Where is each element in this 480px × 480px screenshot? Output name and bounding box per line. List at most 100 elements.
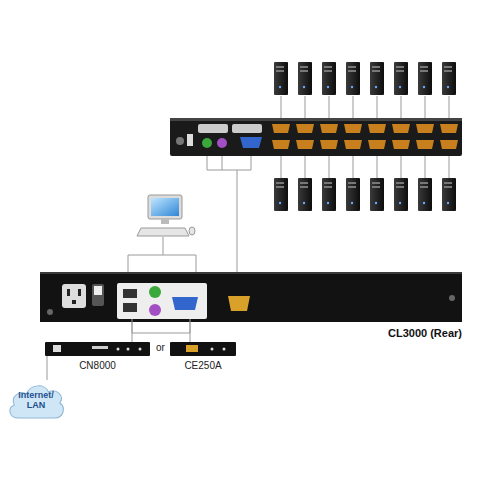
computer-tower [348,186,356,188]
computer-tower [396,70,404,72]
cn8000-device [53,345,61,352]
cl3000-panel [92,284,104,306]
kvm-switch [170,118,462,156]
computer-tower [442,178,456,211]
computer-tower [423,202,425,204]
computer-tower [425,156,426,178]
console-port [296,140,314,149]
computer-tower [444,186,452,188]
computer-tower [322,62,336,95]
console-port [440,124,458,133]
cl3000-panel [123,289,137,298]
computer-tower [375,202,377,204]
cl3000-panel [40,272,462,274]
computer-tower [348,70,356,72]
computer-tower [276,66,284,68]
computer-tower [303,86,305,88]
device-label: CN8000 [79,360,116,371]
computer-tower [279,86,281,88]
computer-tower [274,62,456,211]
computer-tower [274,62,288,95]
computer-tower [324,70,332,72]
computer-tower [444,182,452,184]
ce250a-device [170,342,236,356]
computer-tower [394,62,408,95]
cl3000-panel [149,304,161,316]
computer-tower [370,178,384,211]
cl3000-panel [78,289,81,296]
computer-tower [298,178,312,211]
console-port [416,140,434,149]
computer-tower [372,66,380,68]
cable-connector [132,322,133,342]
computer-tower [377,96,378,118]
kvm-switch [170,118,462,121]
computer-tower [298,62,312,95]
computer-tower [420,186,428,188]
computer-tower [396,182,404,184]
cable-connector [190,322,191,342]
console-port [368,124,386,133]
cl3000-panel [449,295,455,301]
port-bracket [132,319,190,333]
ce250a-device [186,345,198,352]
ce250a-device [223,348,226,351]
computer-tower [281,156,282,178]
computer-tower [420,70,428,72]
console-port [344,140,362,149]
console-port [416,124,434,133]
cn8000-device [45,342,150,356]
ce250a-device [170,342,236,356]
computer-tower [449,156,450,178]
computer-tower [279,202,281,204]
computer-tower [372,70,380,72]
product-label: CL3000 (Rear) [388,327,462,339]
port-bracket [132,319,190,333]
computer-tower [300,182,308,184]
computer-tower [423,86,425,88]
computer-tower [444,70,452,72]
kvm-switch [240,137,262,148]
cn8000-device [92,346,108,349]
cloud-outline [10,386,63,418]
computer-tower [276,182,284,184]
kvm-switch [176,137,184,145]
computer-tower [329,96,330,118]
computer-tower [425,96,426,118]
computer-tower [372,182,380,184]
computer-tower [442,62,456,95]
computer-tower [300,70,308,72]
cn8000-box: CN8000 [45,342,150,356]
computer-tower [396,66,404,68]
computer-tower [353,96,354,118]
cn8000-device [117,348,120,351]
cloud-label: Internet/ LAN [14,391,58,411]
computer-tower [300,66,308,68]
computer-tower [447,202,449,204]
computer-tower [276,70,284,72]
cl3000-panel [67,289,70,296]
cable-connector [47,356,48,380]
computer-tower [351,86,353,88]
kvm-switch [202,138,212,148]
cl3000-panel [117,283,207,319]
computer-tower [274,178,288,211]
computer-tower [370,62,384,95]
computer-tower [351,202,353,204]
computer-tower [401,96,402,118]
ce250a-device [211,348,214,351]
kvm-switch [198,124,228,133]
computer-tower [377,156,378,178]
device-label: CE250A [184,360,221,371]
console-port [320,124,338,133]
console-port [296,124,314,133]
computer-tower [372,186,380,188]
computer-tower [418,178,432,211]
pc-icon [137,228,189,236]
cl3000-panel [123,303,137,312]
computer-tower [348,182,356,184]
kvm-switch [187,134,193,146]
computer-tower [322,178,336,211]
computer-tower [329,156,330,178]
